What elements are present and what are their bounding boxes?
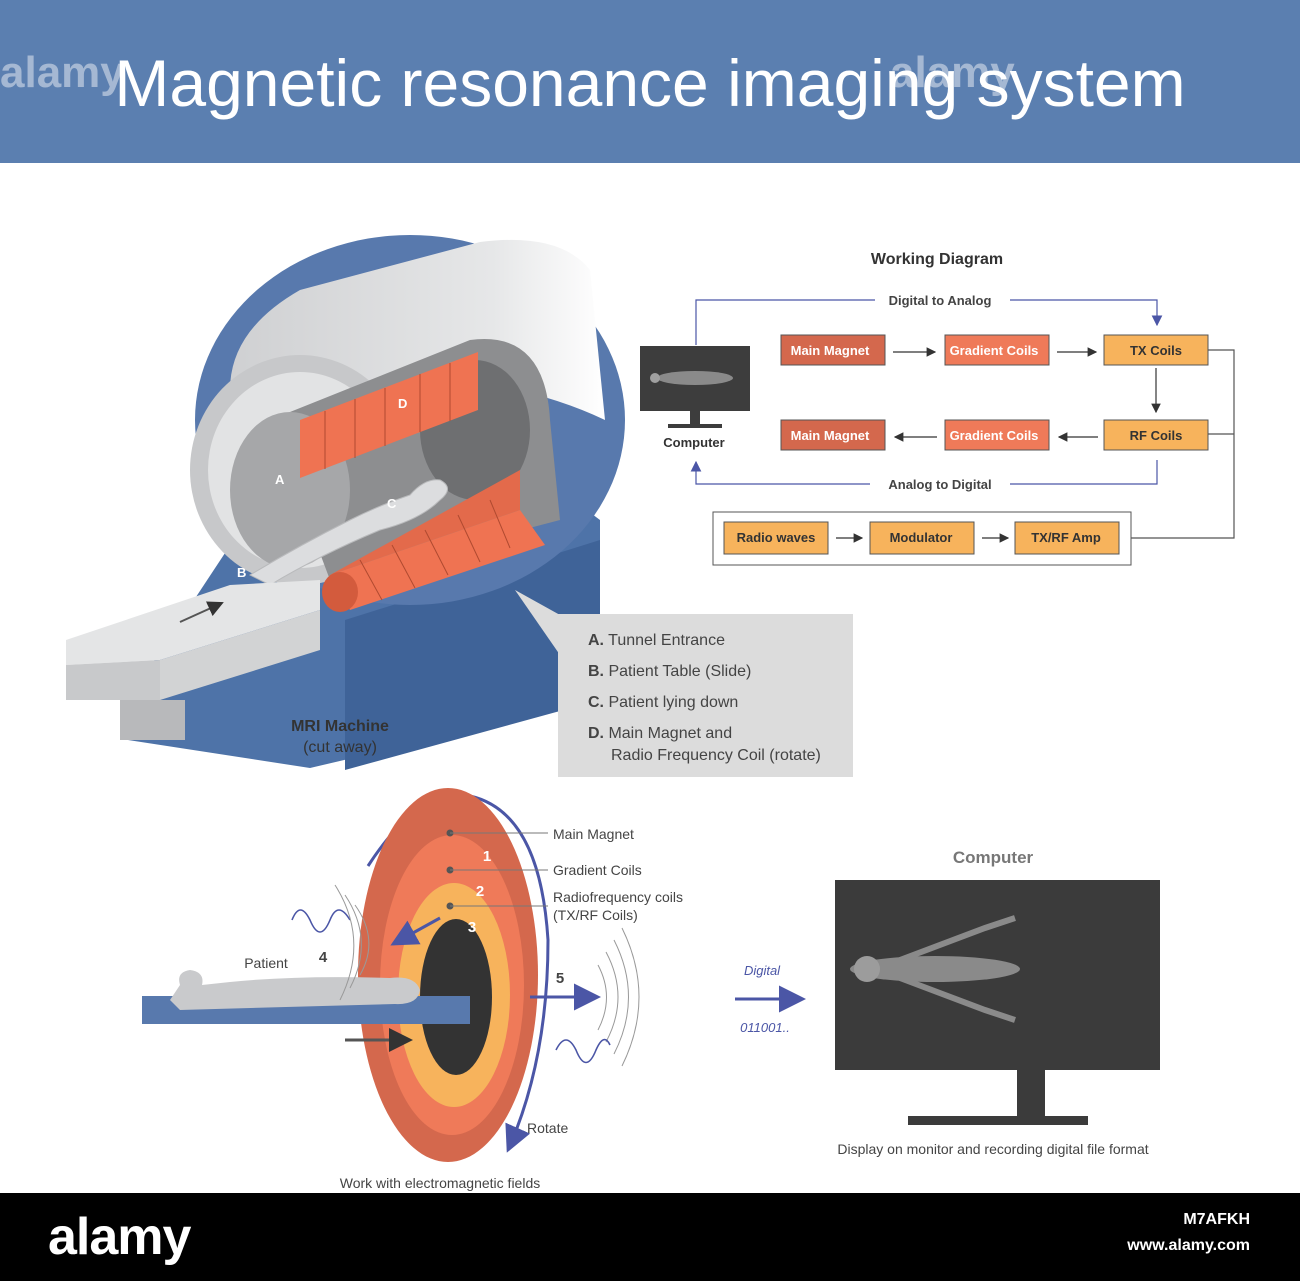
svg-text:C. Patient lying down: C. Patient lying down — [588, 694, 738, 711]
row2-gradient-coils-box — [944, 419, 1050, 451]
svg-text:B. Patient Table (Slide): B. Patient Table (Slide) — [588, 663, 751, 680]
machine-subcaption: (cut away) — [303, 739, 377, 756]
svg-text:Gradient Coils: Gradient Coils — [950, 343, 1039, 358]
ring-number-1: 1 — [483, 848, 491, 865]
footer-logo: alamy — [48, 1208, 191, 1266]
page-title: Magnetic resonance imaging system — [114, 46, 1186, 120]
bits-label: 011001.. — [740, 1020, 790, 1035]
digital-label: Digital — [744, 963, 781, 978]
svg-text:Main Magnet: Main Magnet — [791, 343, 870, 358]
svg-text:Gradient Coils: Gradient Coils — [950, 428, 1039, 443]
svg-text:Radio waves: Radio waves — [737, 530, 816, 545]
svg-text:TX/RF Amp: TX/RF Amp — [1031, 530, 1101, 545]
footer-bar: alamy M7AFKH www.alamy.com — [0, 1193, 1300, 1281]
patient-label: Patient — [244, 955, 288, 971]
rotate-label: Rotate — [527, 1120, 568, 1136]
ring-number-2: 2 — [476, 883, 484, 900]
svg-text:Main Magnet: Main Magnet — [791, 428, 870, 443]
svg-text:Modulator: Modulator — [890, 530, 953, 545]
label-c: C — [387, 496, 397, 511]
ring-label-txrf: (TX/RF Coils) — [553, 907, 638, 923]
row1-gradient-coils-box — [944, 334, 1050, 366]
title-banner: Magnetic resonance imaging system — [0, 0, 1300, 163]
big-monitor-icon — [835, 880, 1160, 1125]
row1-main-magnet-box — [780, 334, 886, 366]
rings-caption: Work with electromagnetic fields — [340, 1175, 540, 1191]
row2-rf-coils-box — [1103, 419, 1209, 451]
ring-number-3: 3 — [468, 919, 476, 936]
legend-list: A. Tunnel Entrance B. Patient Table (Sli… — [588, 632, 821, 764]
bottom-flow-label: Analog to Digital — [888, 477, 991, 492]
image-id: M7AFKH — [1183, 1211, 1250, 1228]
label-a: A — [275, 472, 285, 487]
working-diagram-title: Working Diagram — [871, 251, 1003, 268]
label-b: B — [237, 565, 246, 580]
ring-illustration — [142, 788, 640, 1162]
svg-text:TX Coils: TX Coils — [1130, 343, 1182, 358]
row1-tx-coils-box — [1103, 334, 1209, 366]
small-computer-label: Computer — [663, 435, 724, 450]
watermark: alamy — [890, 48, 1015, 97]
ring-number-4: 4 — [319, 949, 328, 966]
svg-text:D. Main Magnet and: D. Main Magnet and — [588, 725, 732, 742]
svg-text:RF Coils: RF Coils — [1130, 428, 1183, 443]
monitor-title: Computer — [953, 848, 1034, 867]
small-computer-icon — [640, 346, 750, 428]
row3-amp-box — [1014, 521, 1120, 555]
label-d: D — [398, 396, 407, 411]
ring-number-5: 5 — [556, 970, 564, 987]
row2-main-magnet-box — [780, 419, 886, 451]
watermark: alamy — [0, 48, 125, 97]
svg-text:Radio Frequency Coil (rotate): Radio Frequency Coil (rotate) — [611, 747, 821, 764]
ring-label-gradient-coils: Gradient Coils — [553, 862, 642, 878]
footer-url: www.alamy.com — [1127, 1237, 1250, 1254]
mri-machine-illustration — [66, 235, 625, 770]
row3-radio-waves-box — [723, 521, 829, 555]
machine-caption: MRI Machine — [291, 718, 389, 735]
row3-modulator-box — [869, 521, 975, 555]
monitor-caption: Display on monitor and recording digital… — [837, 1141, 1148, 1157]
svg-text:A. Tunnel Entrance: A. Tunnel Entrance — [588, 632, 725, 649]
legend-box — [558, 614, 853, 777]
ring-label-rf-coils: Radiofrequency coils — [553, 889, 683, 905]
top-flow-label: Digital to Analog — [889, 293, 992, 308]
ring-label-main-magnet: Main Magnet — [553, 826, 634, 842]
